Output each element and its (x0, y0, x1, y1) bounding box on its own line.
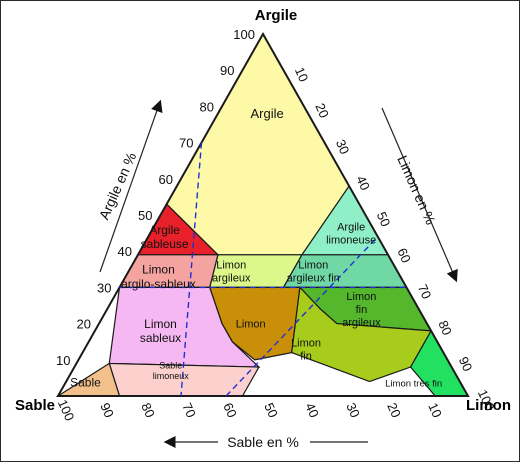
tick-limon: 80 (435, 318, 455, 337)
tick-limon: 90 (456, 354, 476, 373)
tick-argile: 20 (77, 317, 91, 332)
zone-label-line: Limon (298, 259, 328, 271)
tick-sable: 20 (384, 401, 404, 420)
axis-name-argile: Argile en % (96, 150, 140, 222)
tick-sable: 70 (179, 401, 199, 420)
zone-label-line: Argile (149, 223, 180, 237)
vertex-label-sable: Sable (15, 397, 55, 414)
tick-limon: 60 (394, 246, 414, 265)
zone-label-limon-tres-fin: Limon très fin (385, 379, 442, 390)
triangle-outline (56, 31, 470, 397)
tick-argile: 10 (56, 353, 70, 368)
tick-argile: 90 (220, 63, 234, 78)
tick-sable: 100 (55, 397, 78, 423)
tick-sable: 10 (425, 401, 445, 420)
tick-sable: 60 (220, 401, 240, 420)
tick-sable: 90 (97, 401, 117, 420)
zone-label-line: Sable (70, 375, 101, 389)
zone-label-line: argilo-sableux (121, 277, 196, 291)
tick-limon: 40 (353, 173, 373, 192)
arrow-down-icon (381, 107, 458, 283)
zone-label-line: Argile (250, 106, 283, 121)
zone-label-limon: Limon (236, 318, 266, 330)
axis-sable: Sable en % (163, 434, 368, 450)
tick-limon: 10 (292, 65, 312, 84)
zone-label-line: Limon (291, 337, 321, 349)
zone-label-line: sableux (140, 331, 181, 345)
zone-label-line: fin (356, 304, 368, 316)
vertex-label-limon: Limon (466, 397, 511, 414)
tick-argile: 40 (118, 244, 132, 259)
zone-label-line: Limon (142, 263, 175, 277)
axis-name-sable: Sable en % (227, 434, 299, 450)
tick-limon: 70 (415, 282, 435, 301)
axis-limon: Limon en % (381, 107, 458, 283)
tick-argile: 50 (138, 208, 152, 223)
vertex-label-argile: Argile (255, 7, 298, 24)
zone-label-argile: Argile (250, 106, 283, 121)
zone-label-sable: Sable (70, 375, 101, 389)
tick-argile: 30 (97, 280, 111, 295)
guide-line-sable (180, 142, 203, 397)
zone-label-line: argileux (342, 317, 381, 329)
arrow-up-icon (99, 99, 163, 273)
tick-argile: 100 (233, 27, 255, 42)
zone-label-line: Sable (159, 361, 182, 371)
tick-sable: 30 (343, 401, 363, 420)
zone-label-line: limoneuse (326, 234, 376, 246)
zone-label-line: Limon (144, 317, 177, 331)
tick-limon: 30 (333, 137, 353, 156)
zone-label-line: argileux fin (287, 272, 340, 284)
tick-sable: 80 (138, 401, 158, 420)
tick-argile: 70 (179, 136, 193, 151)
tick-argile: 80 (200, 99, 214, 114)
zone-label-line: Limon (346, 291, 376, 303)
zone-label-line: argileux (212, 272, 251, 284)
zone-label-line: Limon (216, 259, 246, 271)
zone-label-line: Argile (337, 221, 365, 233)
zone-label-line: fin (300, 350, 312, 362)
zone-label-line: sableuse (141, 237, 189, 251)
tick-argile: 60 (159, 172, 173, 187)
tick-sable: 40 (302, 401, 322, 420)
zone-label-line: Limon (236, 318, 266, 330)
zone-argile (165, 32, 350, 256)
zone-label-line: limoneux (153, 371, 190, 381)
tick-limon: 20 (312, 101, 332, 120)
tick-sable: 50 (261, 401, 281, 420)
guide-line-limon (225, 236, 379, 397)
axis-name-limon: Limon en % (394, 153, 439, 227)
tick-limon: 50 (374, 210, 394, 229)
zone-label-line: Limon très fin (385, 379, 442, 390)
